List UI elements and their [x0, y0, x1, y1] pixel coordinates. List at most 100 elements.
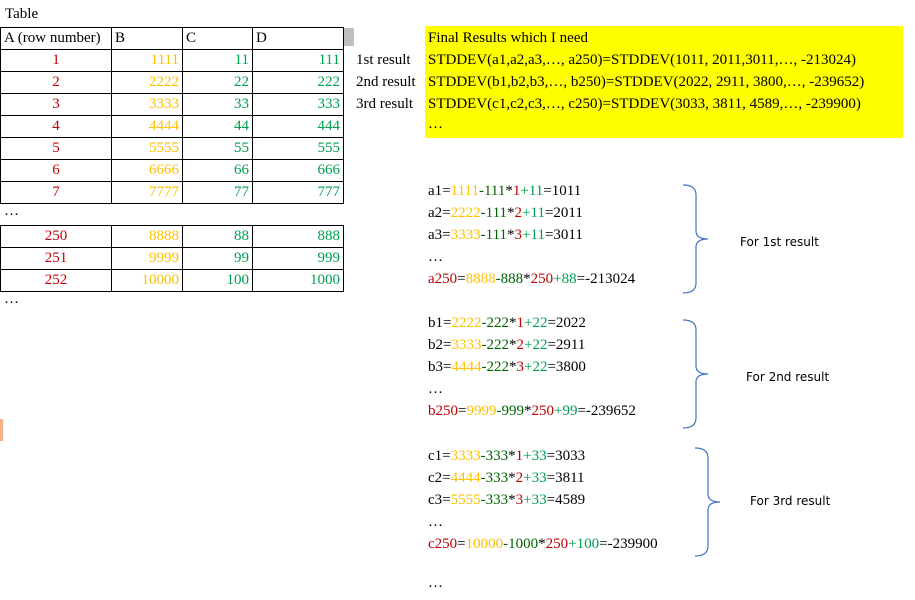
calc-line: a2=2222-111*2+11=2011	[428, 205, 583, 221]
calc-b-value: 4444	[450, 470, 481, 486]
cell-a[interactable]: 3	[0, 93, 112, 116]
calc-row-number: 250	[531, 403, 554, 419]
calc-d-value: 111	[483, 183, 506, 199]
calc-d-value: 888	[500, 271, 524, 287]
result-formula-2: STDDEV(b1,b2,b3,…, b250)=STDDEV(2022, 29…	[428, 74, 865, 90]
calc-result: -239652	[585, 403, 636, 419]
cell-c[interactable]: 88	[182, 225, 253, 248]
cell-b[interactable]: 8888	[111, 225, 183, 248]
calc-b-value: 5555	[450, 492, 481, 508]
header-cell-c[interactable]: C	[182, 27, 253, 50]
calc-name: c2	[428, 470, 443, 486]
calc-ellipsis: …	[428, 249, 443, 265]
calc-b-value: 9999	[466, 403, 497, 419]
cell-d[interactable]: 222	[252, 71, 344, 94]
brace-label-3: For 3rd result	[750, 494, 831, 508]
cell-a[interactable]: 252	[0, 269, 112, 292]
cell-c[interactable]: 33	[182, 93, 253, 116]
table-header-row: A (row number) B C D	[0, 27, 344, 50]
cell-d[interactable]: 444	[252, 115, 344, 138]
cell-c[interactable]: 99	[182, 247, 253, 270]
cell-d[interactable]: 1000	[252, 269, 344, 292]
cell-b[interactable]: 6666	[111, 159, 183, 182]
calc-result: -213024	[585, 271, 636, 287]
brace-2	[682, 319, 709, 429]
cell-b[interactable]: 1111	[111, 49, 183, 72]
calc-row-number: 1	[515, 448, 524, 464]
header-cell-b[interactable]: B	[111, 27, 183, 50]
calc-name: a250	[428, 271, 458, 287]
calc-result: 2911	[555, 337, 586, 353]
cell-d[interactable]: 555	[252, 137, 344, 160]
calc-name: c1	[428, 448, 443, 464]
calc-line: a250=8888-888*250+88=-213024	[428, 271, 636, 287]
cell-c[interactable]: 11	[182, 49, 253, 72]
calc-name: b1	[428, 315, 443, 331]
calc-d-value: 222	[486, 315, 509, 331]
calc-result: 2022	[555, 315, 586, 331]
calc-name: b3	[428, 359, 443, 375]
calc-line: c1=3333-333*1+33=3033	[428, 448, 586, 464]
calc-ellipsis: …	[428, 514, 443, 530]
cell-c[interactable]: 22	[182, 71, 253, 94]
calc-line: a3=3333-111*3+11=3011	[428, 227, 583, 243]
cell-b[interactable]: 4444	[111, 115, 183, 138]
results-more: …	[428, 116, 443, 132]
calc-row-number: 250	[545, 536, 569, 552]
cell-d[interactable]: 999	[252, 247, 344, 270]
cell-a[interactable]: 2	[0, 71, 112, 94]
cell-b[interactable]: 5555	[111, 137, 183, 160]
cell-d[interactable]: 777	[252, 181, 344, 204]
calc-name: a2	[428, 205, 443, 221]
calc-b-value: 2222	[450, 205, 481, 221]
cell-b[interactable]: 9999	[111, 247, 183, 270]
cell-a[interactable]: 1	[0, 49, 112, 72]
cell-c[interactable]: 77	[182, 181, 253, 204]
calc-result: 3811	[555, 470, 585, 486]
calc-name: b2	[428, 337, 443, 353]
cell-b[interactable]: 7777	[111, 181, 183, 204]
calc-result: 2011	[553, 205, 583, 221]
calc-d-value: 333	[485, 470, 509, 486]
header-cell-a[interactable]: A (row number)	[0, 27, 112, 50]
brace-3	[694, 447, 721, 557]
cell-d[interactable]: 333	[252, 93, 344, 116]
rows-ellipsis: …	[4, 203, 19, 219]
calc-c-value: 22	[532, 359, 548, 375]
cell-a[interactable]: 251	[0, 247, 112, 270]
calc-line: b3=4444-222*3+22=3800	[428, 359, 586, 375]
cell-a[interactable]: 250	[0, 225, 112, 248]
cell-c[interactable]: 44	[182, 115, 253, 138]
calc-line: b1=2222-222*1+22=2022	[428, 315, 586, 331]
cell-d[interactable]: 888	[252, 225, 344, 248]
cell-d[interactable]: 666	[252, 159, 344, 182]
cell-c[interactable]: 55	[182, 137, 253, 160]
calc-line: c250=10000-1000*250+100=-239900	[428, 536, 658, 552]
calc-c-value: 33	[531, 470, 547, 486]
calc-result: 3011	[553, 227, 583, 243]
calc-row-number: 3	[514, 227, 523, 243]
cell-a[interactable]: 5	[0, 137, 112, 160]
cell-a[interactable]: 6	[0, 159, 112, 182]
cell-b[interactable]: 3333	[111, 93, 183, 116]
cell-a[interactable]: 7	[0, 181, 112, 204]
calc-line: a1=1111-111*1+11=1011	[428, 183, 582, 199]
result-formula-1: STDDEV(a1,a2,a3,…, a250)=STDDEV(1011, 20…	[428, 52, 856, 68]
cell-b[interactable]: 10000	[111, 269, 183, 292]
cell-c[interactable]: 66	[182, 159, 253, 182]
calc-b-value: 4444	[451, 359, 482, 375]
cell-d[interactable]: 111	[252, 49, 344, 72]
calc-c-value: 33	[531, 448, 547, 464]
cell-b[interactable]: 2222	[111, 71, 183, 94]
result-label-3: 3rd result	[356, 96, 414, 112]
calc-c-value: 33	[531, 492, 547, 508]
cell-c[interactable]: 100	[182, 269, 253, 292]
header-cell-d[interactable]: D	[252, 27, 344, 50]
cell-a[interactable]: 4	[0, 115, 112, 138]
